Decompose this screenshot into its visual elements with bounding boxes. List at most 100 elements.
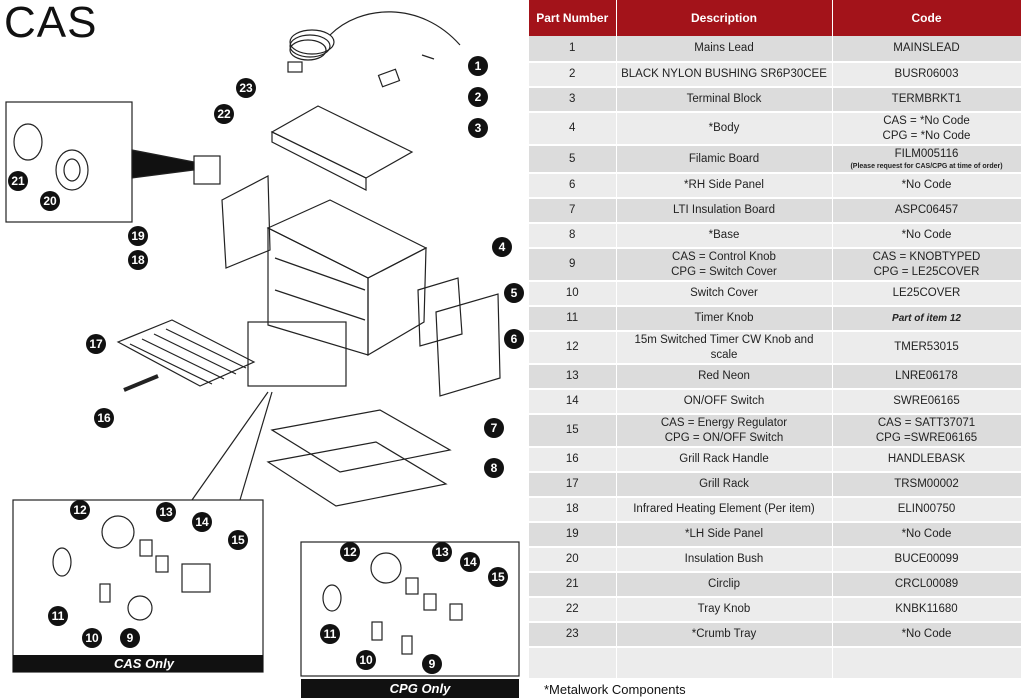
cell-description: Filamic Board (616, 145, 833, 174)
cell-part-number-line: 13 (565, 370, 579, 382)
cell-code-line: CAS = *No Code (883, 114, 970, 127)
cell-part-number-line: 3 (569, 93, 576, 105)
callout-badge: 18 (128, 250, 148, 270)
callout-badge: 11 (48, 606, 68, 626)
callout-number: 23 (239, 81, 253, 95)
cell-description: Terminal Block (616, 87, 833, 113)
cell-part-number-line: 12 (565, 341, 579, 353)
cell-description-line: *LH Side Panel (685, 528, 763, 540)
cell-description-line: Mains Lead (694, 42, 754, 54)
cell-description: *Body (616, 112, 833, 146)
table-row: 23*Crumb Tray*No Code (529, 622, 1021, 648)
callout-number: 13 (435, 545, 449, 559)
cell-code-line: LE25COVER (892, 287, 961, 299)
cell-description-line: CAS = Control Knob (672, 250, 776, 263)
callout-number: 20 (43, 194, 57, 208)
cell-part-number-line: 1 (569, 42, 576, 54)
controls-group (247, 321, 347, 387)
cell-part-number-line: 5 (569, 152, 576, 165)
cell-part-number: 12 (529, 331, 617, 365)
cell-description: *Base (616, 223, 833, 249)
callout-badge: 13 (156, 502, 176, 522)
cell-part-number: 9 (529, 248, 617, 282)
cell-code-line: BUSR06003 (894, 68, 959, 80)
cell-part-number-line: 11 (566, 312, 579, 324)
cell-description: *LH Side Panel (616, 522, 833, 548)
cell-part-number: 1 (529, 36, 617, 63)
cell-code: KNBK11680 (832, 597, 1021, 623)
cell-part-number-line: 16 (565, 453, 579, 465)
cell-code: *No Code (832, 622, 1021, 648)
cell-code (832, 647, 1021, 680)
callout-badge: 5 (504, 283, 524, 303)
callout-badge: 19 (128, 226, 148, 246)
cell-code: LNRE06178 (832, 364, 1021, 390)
callout-number: 2 (475, 90, 482, 104)
cell-part-number: 8 (529, 223, 617, 249)
cell-code: BUCE00099 (832, 547, 1021, 573)
cell-code-line: LNRE06178 (895, 370, 958, 382)
cell-code: HANDLEBASK (832, 447, 1021, 473)
cell-code-note: (Please request for CAS/CPG at time of o… (850, 163, 1003, 170)
callout-number: 14 (463, 555, 477, 569)
cell-part-number: 7 (529, 198, 617, 224)
parts-table: Part Number Description Code 1 Mains Lead… (529, 0, 1021, 680)
callout-number: 5 (511, 286, 518, 300)
cell-part-number-line: 22 (565, 603, 579, 615)
callout-number: 11 (324, 627, 337, 641)
callout-number: 9 (127, 631, 134, 645)
rh-side-panel (435, 293, 501, 397)
cell-description: *RH Side Panel (616, 173, 833, 199)
cell-description-line: *Base (708, 229, 740, 241)
callout-number: 15 (231, 533, 245, 547)
cell-description: Circlip (616, 572, 833, 598)
callout-number: 11 (52, 609, 65, 623)
cell-description-line: *Crumb Tray (691, 628, 757, 640)
callout-badge: 2 (468, 87, 488, 107)
cell-description-line: *RH Side Panel (684, 179, 764, 191)
cell-description-line: Red Neon (698, 370, 750, 382)
callout-badge: 12 (340, 542, 360, 562)
cell-part-number-line: 9 (569, 258, 576, 270)
cell-description-line: CAS = Energy Regulator (660, 416, 788, 429)
table-header-row: Part Number Description Code (529, 0, 1021, 36)
cell-description-line: Infrared Heating Element (Per item) (633, 503, 815, 515)
cell-code: *No Code (832, 522, 1021, 548)
callout-number: 18 (131, 253, 145, 267)
cell-description: Infrared Heating Element (Per item) (616, 497, 833, 523)
callout-number: 12 (73, 503, 87, 517)
cell-description-line: Grill Rack (699, 478, 749, 490)
cell-code-line: Part of item 12 (892, 313, 961, 324)
cell-part-number: 16 (529, 447, 617, 473)
cell-description: Tray Knob (616, 597, 833, 623)
cell-description-line: Terminal Block (686, 93, 762, 105)
cell-code: TMER53015 (832, 331, 1021, 365)
cell-code: CRCL00089 (832, 572, 1021, 598)
cell-part-number: 18 (529, 497, 617, 523)
cell-description: Red Neon (616, 364, 833, 390)
cell-description: Switch Cover (616, 281, 833, 307)
cell-part-number: 6 (529, 173, 617, 199)
cell-code-line: FILM005116 (894, 148, 959, 160)
cell-code-line: ELIN00750 (897, 503, 956, 515)
cell-code: TERMBRKT1 (832, 87, 1021, 113)
callout-badge: 3 (468, 118, 488, 138)
cell-code-line: *No Code (901, 528, 952, 540)
page-title: CAS (4, 0, 98, 47)
mains-lead-cable (329, 11, 461, 46)
table-row: 6*RH Side Panel*No Code (529, 173, 1021, 199)
callout-badge: 20 (40, 191, 60, 211)
cell-part-number: 2 (529, 62, 617, 88)
body-front (267, 227, 369, 356)
cell-description-line: Timer Knob (694, 312, 754, 324)
cell-part-number-line: 18 (565, 503, 579, 515)
callout-badge: 6 (504, 329, 524, 349)
cell-part-number-line: 2 (569, 68, 576, 80)
cell-part-number: 21 (529, 572, 617, 598)
